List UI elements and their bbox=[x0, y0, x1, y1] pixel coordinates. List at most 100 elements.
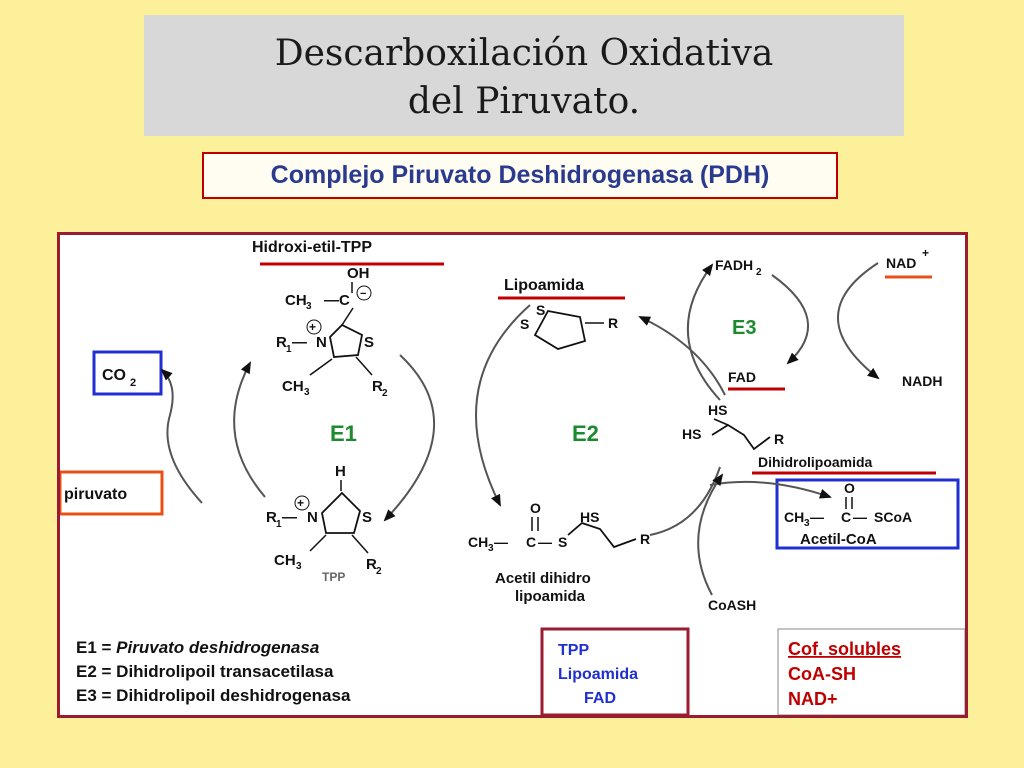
svg-text:R: R bbox=[276, 334, 287, 351]
acetil-coa-box bbox=[775, 478, 960, 550]
svg-text:R: R bbox=[266, 509, 277, 526]
subtitle-box: Complejo Piruvato Deshidrogenasa (PDH) bbox=[202, 152, 838, 199]
svg-text:R: R bbox=[774, 431, 784, 447]
lipoamida-label: Lipoamida bbox=[504, 277, 584, 294]
svg-text:S: S bbox=[520, 316, 529, 332]
svg-text:O: O bbox=[844, 480, 855, 496]
svg-text:3: 3 bbox=[306, 301, 312, 312]
title-box: Descarboxilación Oxidativa del Piruvato. bbox=[144, 15, 904, 136]
svg-text:1: 1 bbox=[276, 519, 282, 530]
cofactor-fad: FAD bbox=[584, 690, 616, 707]
acetil-coa-structure: O CH 3 — C — SCoA bbox=[784, 480, 912, 529]
svg-text:R: R bbox=[366, 556, 377, 573]
arrow-fadh2-to-fad bbox=[771, 274, 810, 365]
svg-text:CH: CH bbox=[282, 378, 304, 395]
enzyme-legend: E1 = Piruvato deshidrogenasa E2 = Dihidr… bbox=[76, 638, 351, 705]
soluble-nad: NAD+ bbox=[788, 689, 838, 709]
page-title-line1: Descarboxilación Oxidativa bbox=[274, 33, 774, 74]
piruvato-label: piruvato bbox=[64, 486, 127, 503]
arrow-lipoamida-to-acetil bbox=[475, 304, 531, 507]
svg-text:—C: —C bbox=[324, 292, 350, 309]
svg-text:E3 = Dihidrolipoil deshidrogen: E3 = Dihidrolipoil deshidrogenasa bbox=[76, 686, 351, 705]
svg-text:S: S bbox=[536, 302, 545, 318]
svg-text:—: — bbox=[853, 509, 867, 525]
svg-text:—: — bbox=[282, 509, 297, 526]
arrow-e1-left-up bbox=[233, 361, 266, 498]
svg-text:R: R bbox=[372, 378, 383, 395]
cofactor-lipoamida: Lipoamida bbox=[558, 666, 638, 683]
svg-text:R: R bbox=[608, 315, 618, 331]
svg-text:E1 = Piruvato deshidrogenasa: E1 = Piruvato deshidrogenasa bbox=[76, 638, 319, 657]
hidroxi-etil-tpp-label: Hidroxi-etil-TPP bbox=[252, 239, 372, 256]
svg-text:+: + bbox=[297, 496, 304, 510]
svg-text:HS: HS bbox=[682, 426, 701, 442]
svg-text:N: N bbox=[307, 509, 318, 526]
arrow-acetil-to-dihidro bbox=[649, 466, 721, 536]
coash-label: CoASH bbox=[708, 597, 756, 613]
svg-text:CH: CH bbox=[285, 292, 307, 309]
svg-text:CH: CH bbox=[468, 534, 488, 550]
piruvato-box bbox=[58, 470, 164, 516]
svg-text:2: 2 bbox=[756, 267, 762, 278]
arrow-e1-right-down bbox=[383, 354, 436, 522]
svg-text:HS: HS bbox=[708, 402, 727, 418]
fadh2-label: FADH bbox=[715, 257, 753, 273]
svg-text:S: S bbox=[364, 334, 374, 351]
svg-text:+: + bbox=[309, 320, 316, 334]
acetil-dihidro-label-2: lipoamida bbox=[515, 588, 586, 605]
co2-label: CO bbox=[102, 367, 126, 384]
soluble-coa: CoA-SH bbox=[788, 664, 856, 684]
svg-text:CH: CH bbox=[274, 552, 296, 569]
acetil-dihidro-label-1: Acetil dihidro bbox=[495, 570, 591, 587]
svg-text:—: — bbox=[538, 534, 552, 550]
lipoamide-structure: S S R bbox=[520, 302, 618, 350]
svg-text:R: R bbox=[640, 531, 650, 547]
svg-text:+: + bbox=[922, 246, 929, 260]
e3-label: E3 bbox=[732, 317, 756, 339]
arrow-to-acetil-coa bbox=[709, 480, 832, 499]
svg-text:3: 3 bbox=[304, 387, 310, 398]
hidroxietil-tpp-structure: OH CH 3 —C − + R 1 — N S CH 3 R 2 bbox=[276, 265, 388, 399]
svg-text:HS: HS bbox=[580, 509, 599, 525]
svg-text:H: H bbox=[335, 463, 346, 480]
svg-text:3: 3 bbox=[804, 518, 810, 529]
arrow-piruvato-to-co2 bbox=[160, 368, 203, 504]
e2-label: E2 bbox=[572, 421, 599, 446]
svg-text:E2 = Dihidrolipoil transacetil: E2 = Dihidrolipoil transacetilasa bbox=[76, 662, 334, 681]
svg-text:N: N bbox=[316, 334, 327, 351]
subtitle: Complejo Piruvato Deshidrogenasa (PDH) bbox=[270, 161, 770, 189]
svg-text:CH: CH bbox=[784, 509, 804, 525]
nad-label: NAD bbox=[886, 255, 916, 271]
soluble-title: Cof. solubles bbox=[788, 639, 901, 659]
cofactor-tpp: TPP bbox=[558, 642, 589, 659]
diagram-panel: Hidroxi-etil-TPP OH CH 3 —C − + R 1 — N … bbox=[57, 232, 968, 718]
e1-label: E1 bbox=[330, 421, 357, 446]
svg-text:—: — bbox=[494, 534, 508, 550]
pdh-cycle-diagram: Hidroxi-etil-TPP OH CH 3 —C − + R 1 — N … bbox=[58, 239, 966, 717]
page-title-line2: del Piruvato. bbox=[407, 81, 641, 122]
svg-text:3: 3 bbox=[488, 543, 494, 554]
svg-text:2: 2 bbox=[382, 388, 388, 399]
svg-text:2: 2 bbox=[376, 566, 382, 577]
tpp-small-label: TPP bbox=[322, 570, 345, 584]
svg-text:—: — bbox=[810, 509, 824, 525]
fad-label: FAD bbox=[728, 369, 756, 385]
acetil-coa-label: Acetil-CoA bbox=[800, 531, 877, 548]
arrow-coash-to-dihidro bbox=[697, 473, 724, 596]
svg-text:3: 3 bbox=[296, 561, 302, 572]
svg-text:1: 1 bbox=[286, 344, 292, 355]
dihidrolipoamida-structure: HS HS R bbox=[682, 402, 784, 451]
svg-text:S: S bbox=[362, 509, 372, 526]
svg-text:SCoA: SCoA bbox=[874, 509, 912, 525]
svg-text:OH: OH bbox=[347, 265, 370, 282]
svg-text:C: C bbox=[526, 534, 536, 550]
arrow-nad-to-nadh bbox=[837, 262, 880, 380]
nadh-label: NADH bbox=[902, 373, 942, 389]
svg-text:S: S bbox=[558, 534, 567, 550]
svg-text:O: O bbox=[530, 500, 541, 516]
svg-text:C: C bbox=[841, 509, 851, 525]
svg-text:2: 2 bbox=[130, 377, 136, 389]
arrow-e3-to-fadh2 bbox=[686, 263, 721, 401]
svg-text:—: — bbox=[292, 334, 307, 351]
arrow-dihidro-to-lipoamida bbox=[638, 316, 726, 396]
